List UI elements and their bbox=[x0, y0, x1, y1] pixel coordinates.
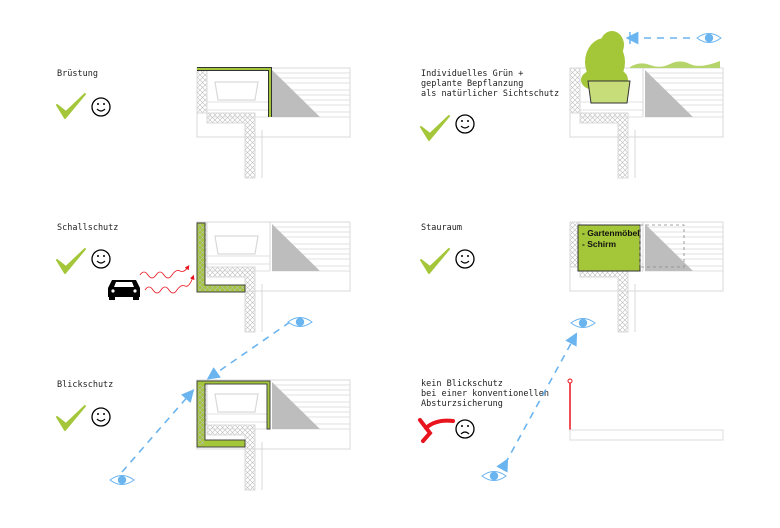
check-icon bbox=[420, 248, 450, 274]
eye-pupil bbox=[704, 33, 714, 43]
label-blickschutz: Blickschutz bbox=[57, 380, 113, 390]
check-icon bbox=[56, 405, 86, 431]
face bbox=[455, 419, 475, 439]
shadow-triangle bbox=[272, 70, 320, 117]
eye-right bbox=[103, 413, 105, 415]
label-gruen-line1: Individuelles Grün + bbox=[421, 69, 523, 79]
sound-wave-2 bbox=[144, 274, 195, 294]
smiley-sad-icon bbox=[455, 419, 475, 439]
balcony-section bbox=[569, 67, 724, 179]
eye-right bbox=[467, 255, 469, 257]
eye-right bbox=[467, 425, 469, 427]
face bbox=[455, 114, 475, 134]
sightline-bottom bbox=[121, 389, 195, 473]
slab-outline bbox=[196, 67, 351, 138]
slab-simple bbox=[569, 429, 724, 441]
wall-hatch bbox=[196, 221, 256, 333]
eye-left bbox=[97, 255, 99, 257]
label-bruestung: Brüstung bbox=[57, 69, 98, 79]
eye-left bbox=[461, 120, 463, 122]
green-roof bbox=[630, 61, 720, 68]
storage-item-2: - Schirm bbox=[582, 239, 616, 249]
storage-outline bbox=[639, 224, 685, 268]
eye-icon bbox=[287, 317, 313, 327]
shadow-triangle bbox=[272, 382, 320, 429]
mouth bbox=[460, 125, 470, 129]
sound-barrier bbox=[196, 222, 246, 293]
smiley-happy-icon bbox=[91, 249, 111, 269]
smiley-happy-icon bbox=[455, 114, 475, 134]
shadow-triangle bbox=[272, 224, 320, 271]
mouth bbox=[460, 260, 470, 264]
car-icon bbox=[108, 280, 140, 300]
label-gruen-line2: geplante Bepflanzung bbox=[421, 79, 523, 89]
window-trapezoid bbox=[214, 81, 259, 101]
cross-icon bbox=[418, 418, 455, 443]
sound-barrier-hatch bbox=[198, 224, 244, 291]
face bbox=[91, 407, 111, 427]
check-icon bbox=[56, 248, 86, 274]
face bbox=[91, 97, 111, 117]
eye-right bbox=[103, 103, 105, 105]
wall-hatch bbox=[196, 379, 256, 491]
label-kein-line2: bei einer konventionellen bbox=[421, 389, 549, 399]
eye-icon bbox=[570, 318, 596, 328]
eye-icon bbox=[481, 471, 507, 481]
face bbox=[91, 249, 111, 269]
eye-left bbox=[97, 103, 99, 105]
eye-pupil bbox=[295, 317, 305, 327]
check-icon bbox=[420, 115, 450, 141]
railing-green-fill bbox=[197, 68, 271, 117]
balcony-section bbox=[196, 221, 351, 333]
eye-left bbox=[97, 413, 99, 415]
railing-top-icon bbox=[567, 378, 573, 384]
privacy-shield bbox=[196, 380, 271, 448]
balcony-section bbox=[196, 67, 351, 179]
sightline-top bbox=[206, 321, 291, 380]
eye-left bbox=[461, 255, 463, 257]
eye-pupil bbox=[489, 471, 499, 481]
balcony-section bbox=[196, 379, 351, 491]
label-stauraum: Stauraum bbox=[421, 223, 462, 233]
privacy-shield-hatch bbox=[198, 385, 204, 445]
window-trapezoid bbox=[214, 235, 259, 255]
mouth bbox=[460, 431, 470, 435]
check-icon bbox=[56, 93, 86, 119]
storage-item-1: - Gartenmöbel bbox=[582, 228, 640, 238]
window-trapezoid bbox=[214, 393, 259, 413]
wall-hatch bbox=[196, 67, 256, 179]
mouth bbox=[96, 418, 106, 422]
smiley-happy-icon bbox=[91, 407, 111, 427]
shadow-triangle bbox=[645, 224, 693, 271]
storage-box bbox=[577, 224, 641, 272]
eye-right bbox=[103, 255, 105, 257]
label-kein-line3: Absturzsicherung bbox=[421, 399, 503, 409]
smiley-happy-icon bbox=[91, 97, 111, 117]
mouth bbox=[96, 260, 106, 264]
mouth bbox=[96, 108, 106, 112]
eye-pupil bbox=[117, 475, 127, 485]
sound-wave-1 bbox=[139, 265, 190, 279]
label-schallschutz: Schallschutz bbox=[57, 223, 118, 233]
planter bbox=[587, 80, 631, 104]
label-gruen-line3: als natürlicher Sichtschutz bbox=[421, 89, 559, 99]
eye-left bbox=[461, 425, 463, 427]
shadow-triangle bbox=[645, 70, 693, 117]
eye-icon bbox=[109, 475, 135, 485]
smiley-happy-icon bbox=[455, 249, 475, 269]
eye-pupil bbox=[578, 318, 588, 328]
slab-outline bbox=[569, 221, 724, 292]
wall-hatch bbox=[569, 67, 629, 179]
eye-right bbox=[467, 120, 469, 122]
label-kein-line1: kein Blickschutz bbox=[421, 379, 503, 389]
sightline-unblocked bbox=[496, 332, 578, 473]
eye-icon bbox=[696, 33, 722, 43]
face bbox=[455, 249, 475, 269]
